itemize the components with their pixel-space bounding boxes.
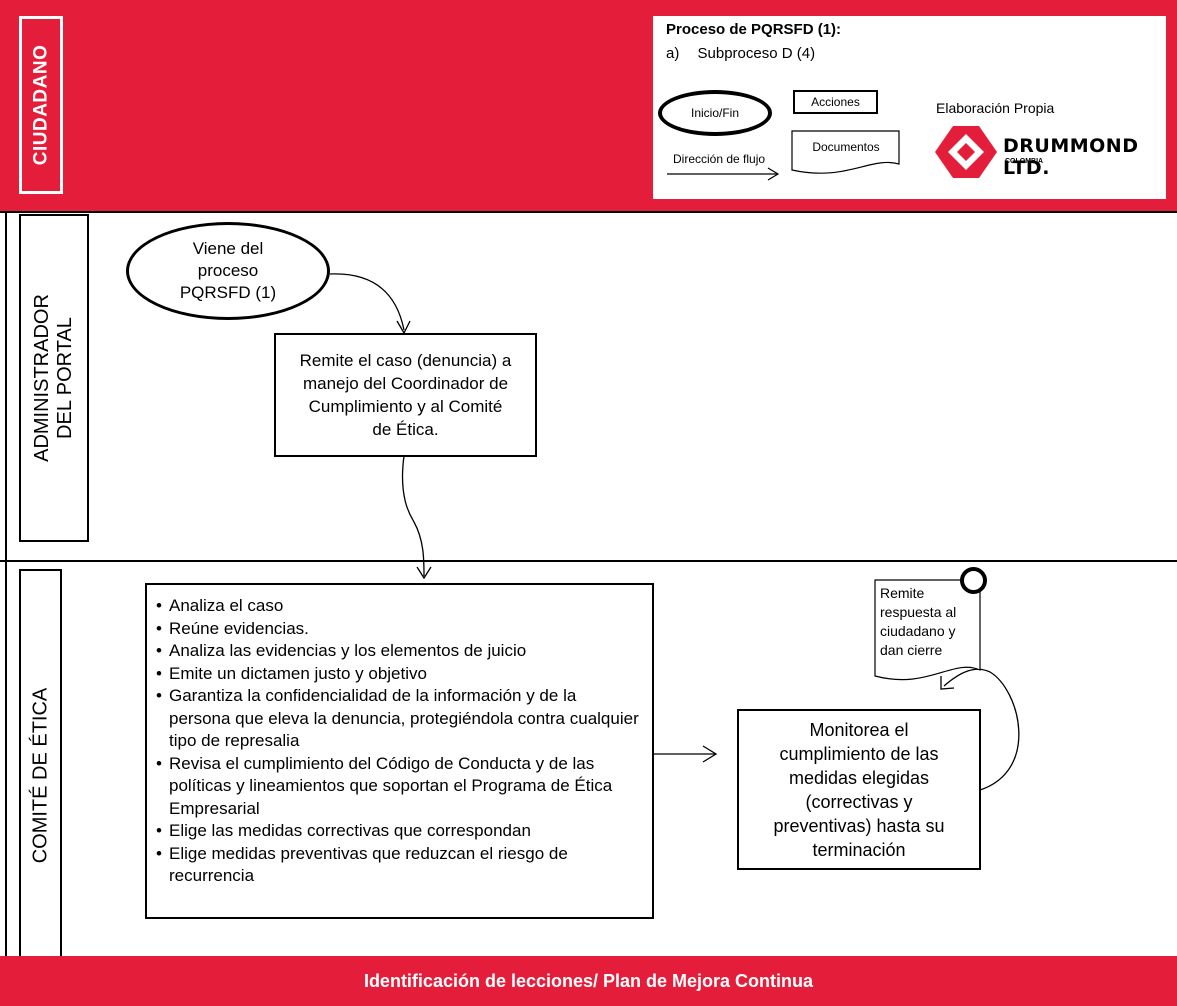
lane-divider-2 <box>0 560 1177 562</box>
legend-documentos-shape <box>791 130 900 174</box>
analisis-item: Elige las medidas correctivas que corres… <box>155 820 642 843</box>
analisis-item: Analiza las evidencias y los elementos d… <box>155 640 642 663</box>
legend-inicio-fin-shape: Inicio/Fin <box>658 90 772 136</box>
connector-monitorea-respuesta <box>943 668 1020 791</box>
node-monitorea-line3: medidas elegidas <box>788 767 930 788</box>
analisis-item: Garantiza la confidencialidad de la info… <box>155 685 642 753</box>
legend-panel: Proceso de PQRSFD (1): a) Subproceso D (… <box>653 16 1166 199</box>
node-monitorea-line2: cumplimiento de las <box>779 743 939 764</box>
node-monitorea-line5: preventivas) hasta su <box>773 815 945 836</box>
node-start-line3: PQRSFD (1) <box>179 283 277 302</box>
node-monitorea-line4: (correctivas y <box>805 791 913 812</box>
connector-start-remite <box>329 273 405 331</box>
arrowhead-monitorea <box>702 745 718 763</box>
node-remite-line1: Remite el caso (denuncia) a <box>299 351 512 370</box>
analisis-item: Reúne evidencias. <box>155 618 642 641</box>
legend-inicio-fin-label: Inicio/Fin <box>690 106 740 120</box>
node-respuesta-shape <box>874 579 981 681</box>
legend-sub-label: Subproceso D (4) <box>697 45 816 62</box>
node-start: Viene del proceso PQRSFD (1) <box>126 222 330 320</box>
legend-sub-marker: a) <box>666 45 680 62</box>
node-respuesta-line1: Remite <box>880 585 925 601</box>
drummond-logo-text: DRUMMOND LTD. <box>1003 135 1139 179</box>
connector-remite-analisis <box>401 455 425 577</box>
node-analisis: Analiza el caso Reúne evidencias. Analiz… <box>145 583 654 919</box>
node-start-line1: Viene del <box>192 239 264 258</box>
arrowhead-respuesta <box>940 676 955 690</box>
node-start-line2: proceso <box>197 261 259 280</box>
legend-documentos-label: Documentos <box>812 140 880 154</box>
analisis-item: Revisa el cumplimiento del Código de Con… <box>155 753 642 821</box>
drummond-logo-subtext: COLOMBIA <box>1005 158 1044 165</box>
analisis-item: Elige medidas preventivas que reduzcan e… <box>155 843 642 888</box>
legend-direccion-label: Dirección de flujo <box>673 152 766 166</box>
node-respuesta-line3: ciudadano y <box>880 623 956 639</box>
lane-ciudadano-label-box: CIUDADANO <box>19 16 63 194</box>
footer-banner: Identificación de lecciones/ Plan de Mej… <box>0 956 1177 1006</box>
analisis-list: Analiza el caso Reúne evidencias. Analiz… <box>155 595 642 888</box>
node-remite-line3: Cumplimiento y al Comité <box>308 397 503 416</box>
analisis-item: Emite un dictamen justo y objetivo <box>155 663 642 686</box>
node-respuesta-line4: dan cierre <box>880 642 943 658</box>
node-remite-line2: manejo del Coordinador de <box>302 374 509 393</box>
node-respuesta-line2: respuesta al <box>880 604 957 620</box>
lane-administrador-label-box: ADMINISTRADOR DEL PORTAL <box>19 214 89 542</box>
footer-label: Identificación de lecciones/ Plan de Mej… <box>363 970 814 991</box>
arrowhead-analisis <box>416 566 432 580</box>
node-remite: Remite el caso (denuncia) a manejo del C… <box>274 333 537 457</box>
legend-acciones-shape: Acciones <box>793 90 878 114</box>
node-end-circle <box>960 567 987 594</box>
left-border <box>5 211 7 991</box>
legend-flow-arrow <box>667 167 780 181</box>
node-monitorea-line1: Monitorea el <box>809 719 909 740</box>
legend-acciones-label: Acciones <box>811 95 860 109</box>
node-monitorea-line6: terminación <box>812 839 906 860</box>
legend-title: Proceso de PQRSFD (1): <box>666 21 842 38</box>
node-respuesta-text: Remite respuesta al ciudadano y dan cier… <box>880 584 980 660</box>
drummond-logo: DRUMMOND LTD. COLOMBIA <box>933 122 1153 182</box>
lane-divider-1 <box>0 211 1177 213</box>
legend-elaboracion: Elaboración Propia <box>936 100 1055 116</box>
node-remite-line4: de Ética. <box>372 420 439 439</box>
drummond-logo-mark <box>935 126 997 178</box>
analisis-item: Analiza el caso <box>155 595 642 618</box>
node-monitorea: Monitorea el cumplimiento de las medidas… <box>737 709 981 870</box>
legend-subprocess: a) Subproceso D (4) <box>666 45 815 62</box>
